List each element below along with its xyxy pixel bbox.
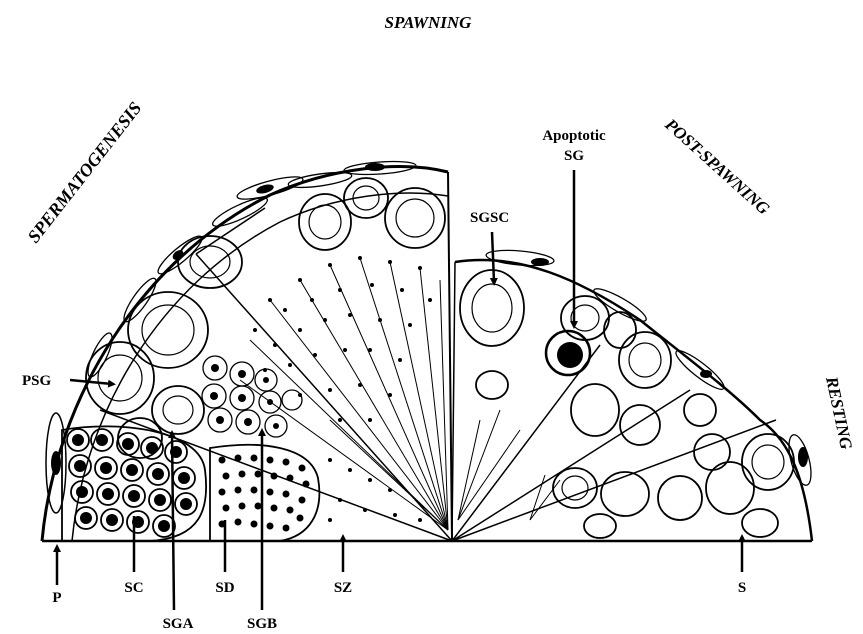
label-sga: SGA <box>163 616 194 632</box>
labels: PSG Apoptotic SG SGSC P SC SGA SD SGB SZ… <box>22 128 746 632</box>
divider-sector <box>448 172 452 541</box>
phase-title-resting: RESTING <box>822 374 856 452</box>
peritubular-nuclei <box>51 163 808 475</box>
resting-cells <box>553 434 794 538</box>
label-sgb: SGB <box>247 616 277 632</box>
phase-title-post-spawning: POST-SPAWNING <box>661 114 774 219</box>
label-apoptotic-line1: Apoptotic <box>542 128 606 144</box>
label-sz: SZ <box>334 580 352 596</box>
spermatogonia-large <box>86 178 445 458</box>
right-semicircle-outline <box>455 260 812 541</box>
label-apoptotic-line2: SG <box>564 148 584 164</box>
arrow-psg <box>70 380 112 384</box>
arrow-sga <box>172 434 174 610</box>
spermatid-cyst <box>210 445 319 541</box>
phase-title-spermatogenesis: SPERMATOGENESIS <box>23 98 145 246</box>
label-sgsc: SGSC <box>470 210 509 226</box>
spermatozoa-heads <box>253 256 432 522</box>
label-sc: SC <box>124 580 143 596</box>
arrow-sgsc <box>492 232 494 282</box>
label-sd: SD <box>215 580 234 596</box>
phase-title-spawning: SPAWNING <box>385 13 473 32</box>
spermatids <box>219 455 310 532</box>
diagram-body <box>42 160 815 541</box>
label-s: S <box>738 580 746 596</box>
label-psg: PSG <box>22 373 52 389</box>
label-p: P <box>52 590 61 606</box>
arrows <box>57 170 742 610</box>
